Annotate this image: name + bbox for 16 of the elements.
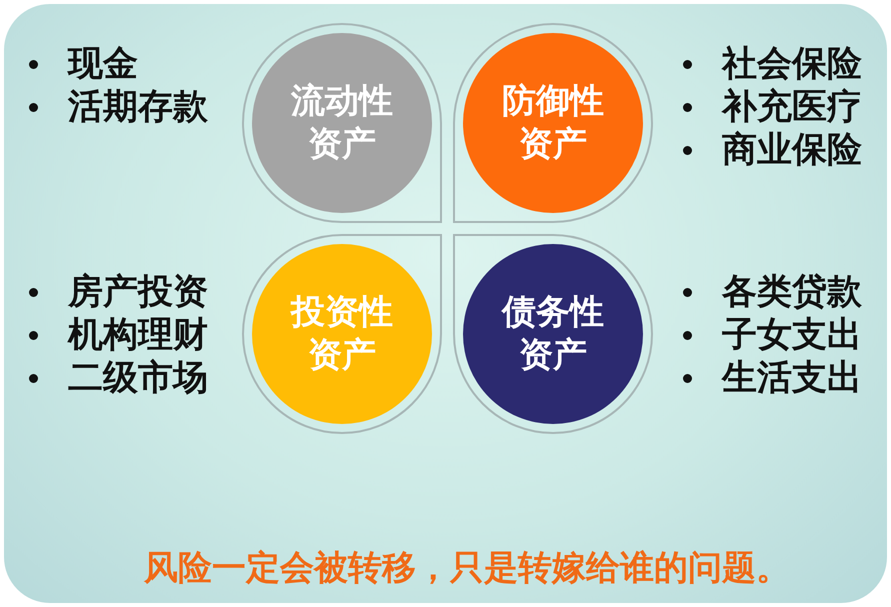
circle-label: 投资性资产 [289, 291, 394, 377]
list-item: 活期存款 [68, 86, 208, 129]
list-item: 机构理财 [68, 314, 208, 357]
circle-label: 债务性资产 [500, 291, 605, 377]
list-item: 社会保险 [722, 43, 862, 86]
list-item: 现金 [68, 43, 138, 86]
list-item: 生活支出 [722, 357, 862, 400]
caption-text: 风险一定会被转移，只是转嫁给谁的问题。 [144, 547, 790, 590]
list-item: 商业保险 [722, 129, 862, 172]
list-item: 房产投资 [68, 271, 208, 314]
list-item: 二级市场 [68, 357, 208, 400]
circle-label: 流动性资产 [290, 80, 394, 166]
circle-label: 防御性资产 [500, 80, 605, 166]
list-item: 各类贷款 [722, 271, 862, 314]
list-item: 子女支出 [722, 314, 862, 357]
list-item: 补充医疗 [722, 86, 862, 129]
